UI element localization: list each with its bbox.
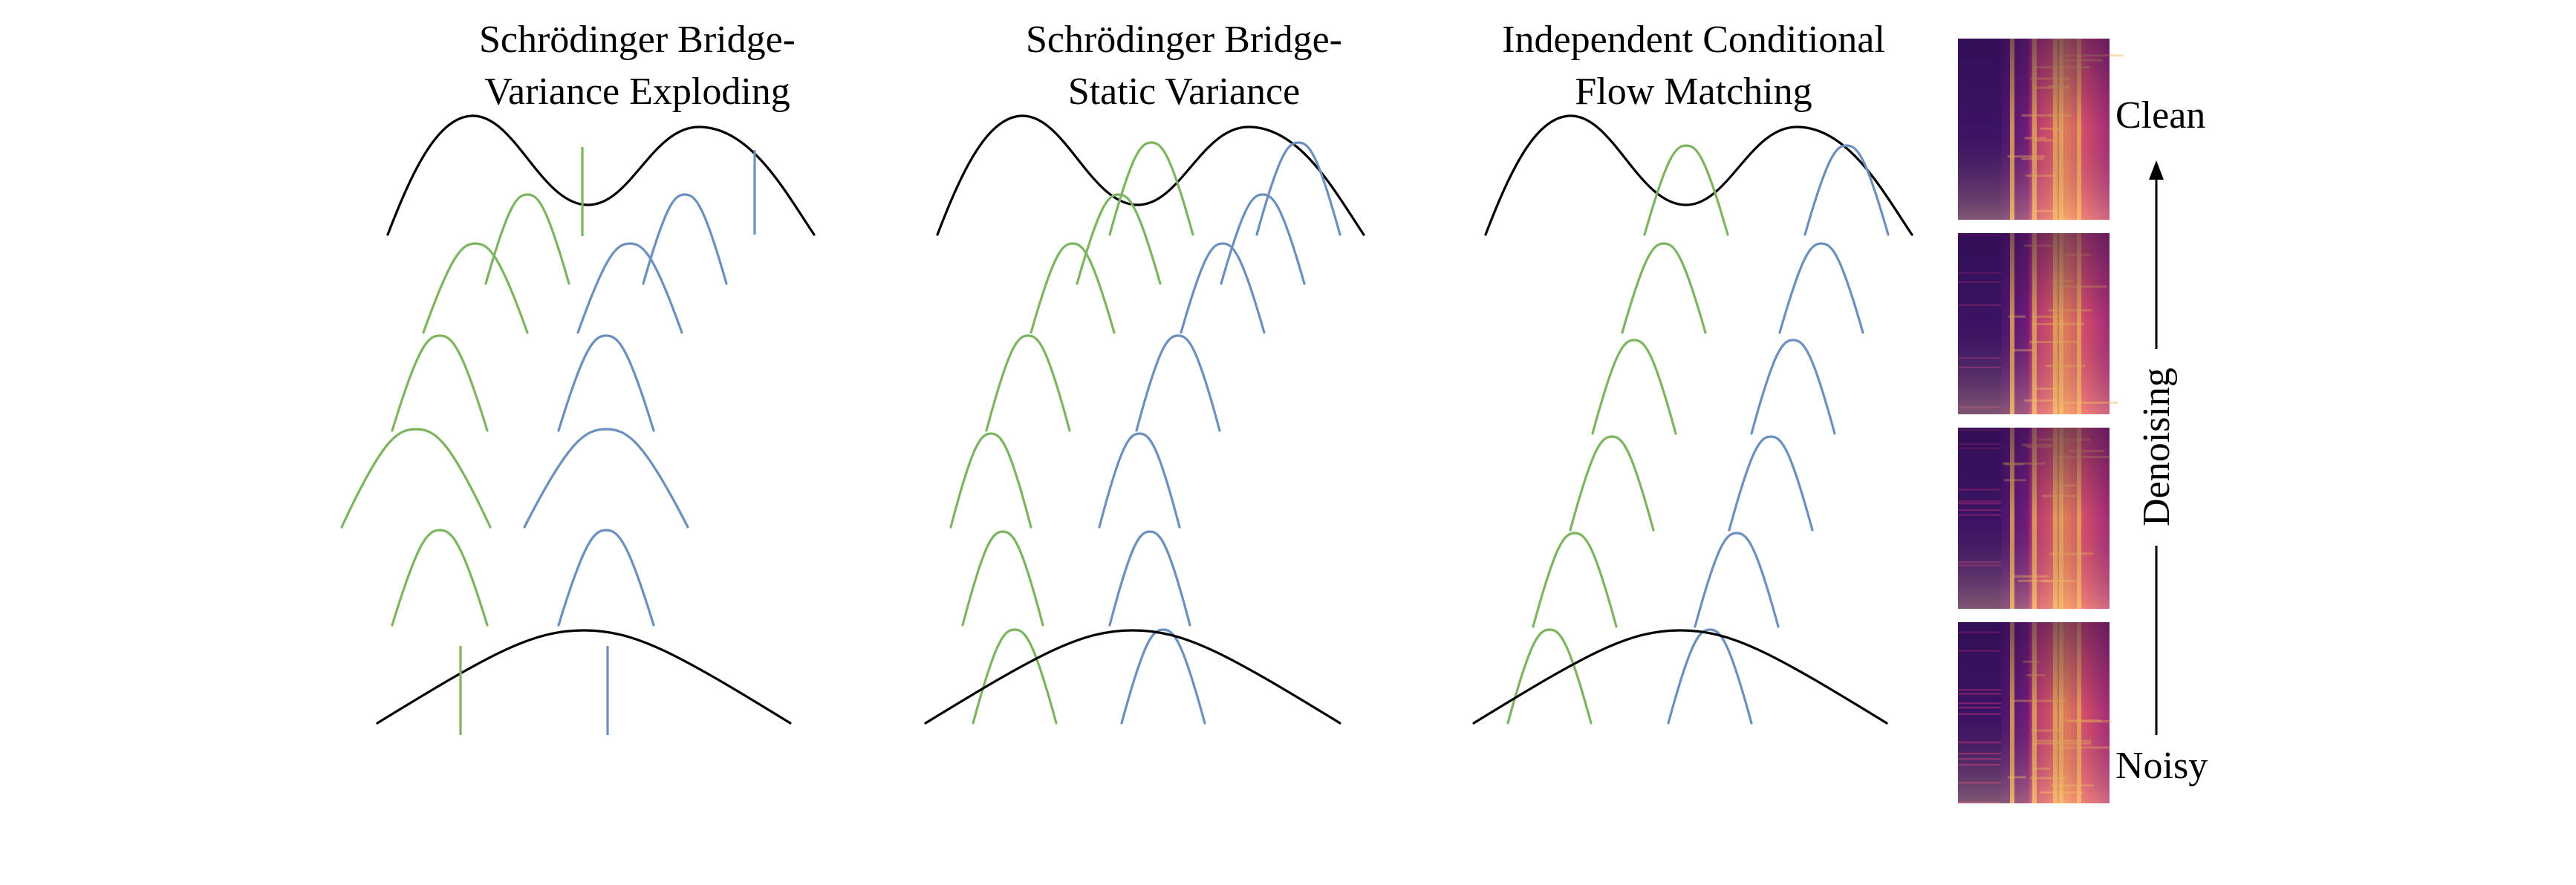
denoising-arrow — [2149, 160, 2164, 735]
green-bump — [1108, 141, 1194, 236]
green-bump — [985, 334, 1071, 432]
green-bump — [961, 530, 1044, 627]
blue-bump — [1135, 334, 1221, 432]
spectrogram-shade — [1958, 233, 2110, 414]
noisy-label: Noisy — [2115, 745, 2208, 787]
distribution-curves — [340, 114, 1913, 735]
blue-bump — [1667, 628, 1753, 725]
spectrogram — [1958, 233, 2118, 414]
green-bump — [949, 432, 1032, 529]
denoising-label: Denoising — [2136, 368, 2178, 526]
blue-bump — [1220, 193, 1306, 285]
blue-bump — [1803, 144, 1890, 236]
green-bump — [340, 428, 492, 529]
blue-bump — [1255, 141, 1341, 236]
title-line-1: Schrödinger Bridge- — [1026, 19, 1342, 61]
panel-title-sb-sv: Schrödinger Bridge- Static Variance — [1026, 19, 1342, 113]
spectrogram-column — [1958, 39, 2124, 803]
blue-bump — [1098, 432, 1181, 529]
green-bump — [1030, 242, 1116, 334]
green-bump — [391, 334, 489, 432]
arrow-head-icon — [2149, 160, 2164, 180]
panel-title-icfm: Independent Conditional Flow Matching — [1502, 19, 1885, 113]
green-bump — [1643, 144, 1729, 236]
title-line-1: Schrödinger Bridge- — [479, 19, 796, 61]
green-bump — [422, 242, 529, 334]
blue-bump — [557, 529, 655, 627]
green-bump — [1591, 339, 1677, 435]
blue-bump — [557, 334, 655, 432]
clean-distribution-curve — [936, 114, 1365, 236]
noise-distribution-curve — [376, 629, 792, 725]
title-line-2: Variance Exploding — [484, 71, 790, 113]
clean-label: Clean — [2115, 94, 2205, 137]
panel-title-sb-ve: Schrödinger Bridge- Variance Exploding — [479, 19, 796, 113]
green-bump — [1076, 193, 1162, 285]
blue-bump — [642, 193, 728, 285]
spectrogram — [1958, 428, 2111, 609]
noise-distribution-curve — [1472, 629, 1888, 725]
spectrogram-shade — [1958, 428, 2110, 609]
blue-bump — [576, 242, 683, 334]
title-line-2: Flow Matching — [1575, 71, 1812, 113]
green-bump — [1621, 242, 1707, 334]
green-bump — [391, 529, 489, 627]
noise-distribution-curve — [924, 629, 1341, 725]
spectrogram — [1958, 39, 2124, 220]
blue-bump — [1778, 242, 1864, 334]
green-bump — [484, 193, 570, 285]
blue-bump — [1694, 532, 1780, 628]
clean-distribution-curve — [1484, 114, 1913, 236]
title-line-2: Static Variance — [1068, 71, 1300, 113]
spectrogram — [1958, 622, 2112, 803]
blue-bump — [1120, 628, 1206, 725]
spectrogram-shade — [1958, 39, 2110, 220]
blue-bump — [1750, 339, 1836, 435]
spectrogram-shade — [1958, 622, 2110, 803]
title-line-1: Independent Conditional — [1502, 19, 1885, 61]
blue-bump — [523, 428, 689, 529]
blue-bump — [1728, 435, 1814, 532]
green-bump — [1532, 532, 1618, 628]
clean-distribution-curve — [386, 114, 816, 236]
green-bump — [972, 628, 1058, 725]
blue-bump — [1180, 242, 1266, 334]
blue-bump — [1108, 530, 1191, 627]
green-bump — [1569, 435, 1655, 532]
